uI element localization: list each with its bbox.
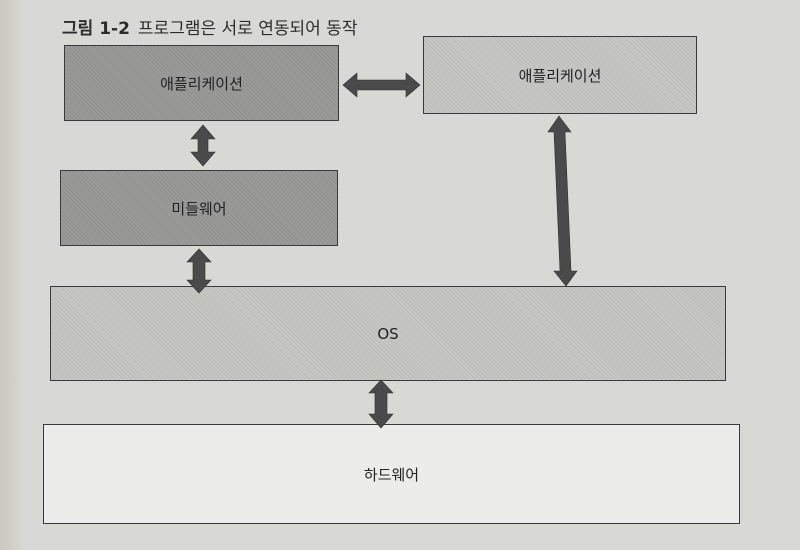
os-box: OS (50, 286, 726, 381)
middleware-label: 미들웨어 (171, 199, 227, 218)
hardware-box: 하드웨어 (43, 424, 740, 524)
application-left-label: 애플리케이션 (160, 74, 243, 93)
arrow-middleware-to-os (186, 248, 212, 294)
application-box-right: 애플리케이션 (423, 36, 697, 114)
page-edge (0, 0, 22, 550)
arrow-app-right-to-os (547, 115, 578, 287)
application-right-label: 애플리케이션 (518, 66, 602, 85)
application-box-left: 애플리케이션 (64, 45, 339, 121)
figure-number: 그림 1-2 (62, 19, 130, 39)
middleware-box: 미들웨어 (60, 170, 338, 246)
arrow-os-to-hardware (368, 379, 394, 429)
arrow-app-left-to-app-right (342, 72, 421, 98)
os-label: OS (377, 324, 399, 343)
hardware-label: 하드웨어 (363, 465, 420, 484)
figure-caption: 프로그램은 서로 연동되어 동작 (137, 19, 358, 39)
figure-title: 그림 1-2 프로그램은 서로 연동되어 동작 (62, 14, 357, 39)
arrow-app-left-to-middleware (190, 124, 216, 167)
